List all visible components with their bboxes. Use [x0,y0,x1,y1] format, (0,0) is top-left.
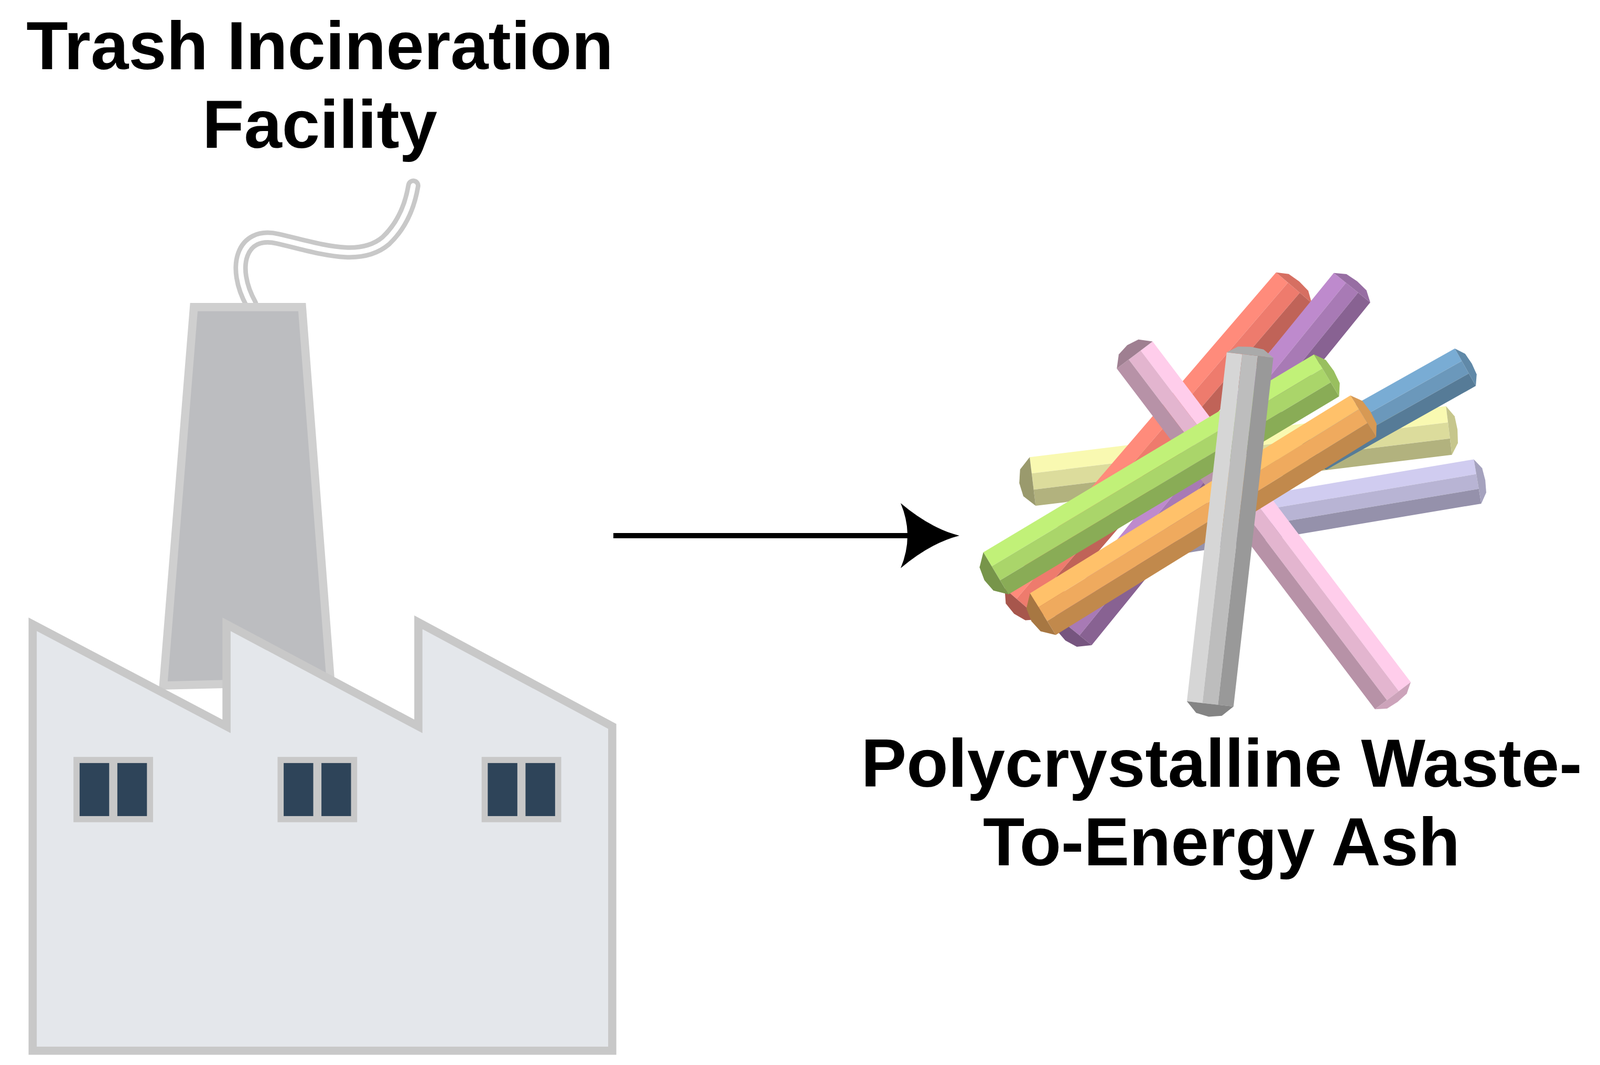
rod-end [1350,391,1384,438]
rod-end [1313,350,1347,397]
arrow-head [900,503,960,569]
rod-face [1030,395,1360,608]
smoke-inner [240,185,414,305]
factory-node: Trash Incineration Facility [26,167,614,1059]
window [277,757,358,823]
window [73,757,154,823]
crystal-node: Polycrystalline Waste-To-Energy Ash [959,272,1484,719]
node-label-group: Trash Incineration Facility [5,6,635,164]
rod-end [1226,344,1275,359]
rod-end [971,552,1009,602]
node-label: Polycrystalline Waste-To-Energy Ash [854,724,1589,882]
arrow-line [613,533,928,539]
node-label-group: Polycrystalline Waste-To-Energy Ash [854,724,1589,882]
rod-end [1454,344,1483,386]
node-label: Trash Incineration Facility [5,6,635,164]
crystal-cluster [971,266,1490,720]
rod-end [1109,331,1153,369]
rod-end [1018,593,1056,643]
rod-end [1473,458,1489,504]
factory-building [32,622,613,1051]
rod-end [1333,266,1376,303]
chimney [163,307,331,686]
rod-end [1016,457,1036,508]
rod-end [1276,266,1317,304]
flow-arrow [613,503,960,569]
rod-end [1185,701,1234,720]
rod-end [1445,405,1461,456]
rod-face [1217,355,1274,707]
smoke [240,185,414,305]
crystal-rod [1185,344,1274,720]
rod-end [1375,682,1416,717]
factory-illustration [32,185,613,1052]
window [481,757,562,823]
